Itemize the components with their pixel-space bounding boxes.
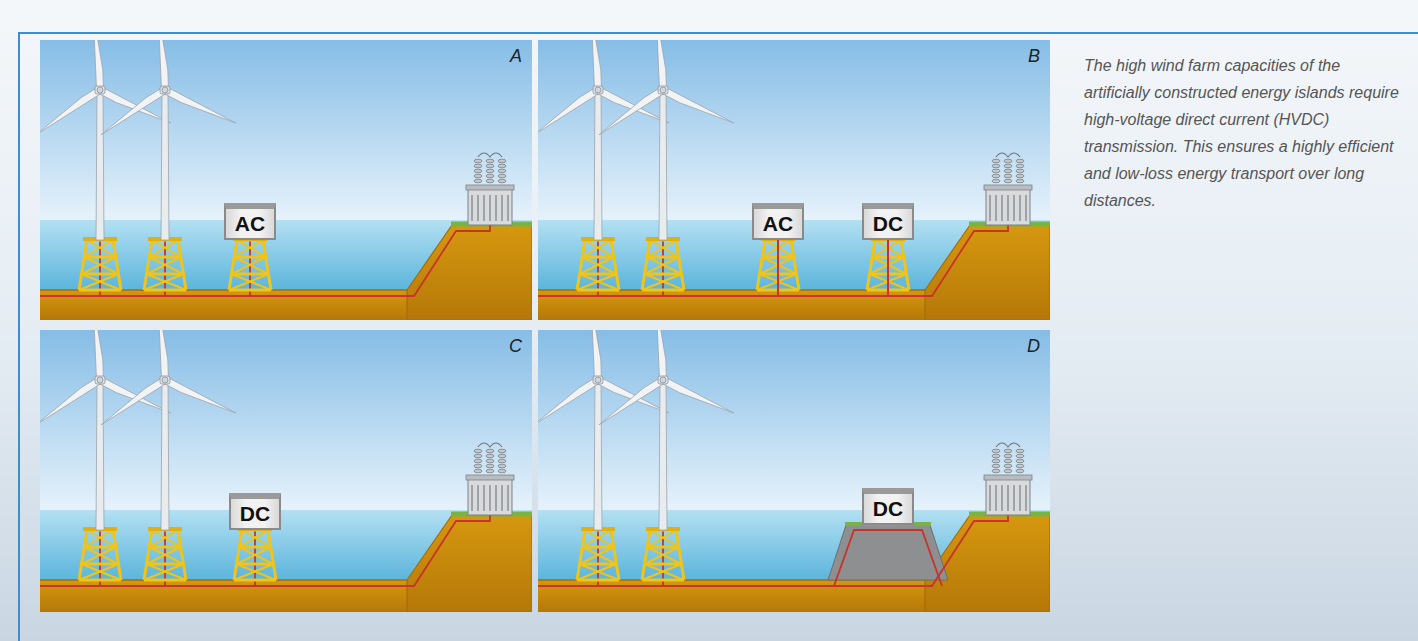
- caption: The high wind farm capacities of the art…: [1084, 52, 1406, 214]
- offshore-illustration: [40, 330, 532, 612]
- panel-letter: C: [509, 336, 522, 357]
- scenario-panel: B AC DC: [538, 40, 1050, 320]
- converter-label: AC: [763, 212, 793, 235]
- offshore-illustration: [538, 330, 1050, 612]
- converter-label: DC: [873, 212, 903, 235]
- scenario-panel: A AC: [40, 40, 532, 320]
- offshore-illustration: [538, 40, 1050, 320]
- offshore-illustration: [40, 40, 532, 320]
- panel-letter: B: [1028, 46, 1040, 67]
- panel-letter: D: [1027, 336, 1040, 357]
- scenario-panel: D DC: [538, 330, 1050, 612]
- converter-label: AC: [235, 212, 265, 235]
- power-cable: [778, 240, 888, 296]
- panel-letter: A: [510, 46, 522, 67]
- converter-box: DC: [229, 493, 281, 530]
- scenario-panel: C DC: [40, 330, 532, 612]
- converter-label: DC: [873, 497, 903, 520]
- converter-box: DC: [862, 488, 914, 525]
- converter-label: DC: [240, 502, 270, 525]
- converter-box: AC: [224, 203, 276, 240]
- converter-box: DC: [862, 203, 914, 240]
- converter-box: AC: [752, 203, 804, 240]
